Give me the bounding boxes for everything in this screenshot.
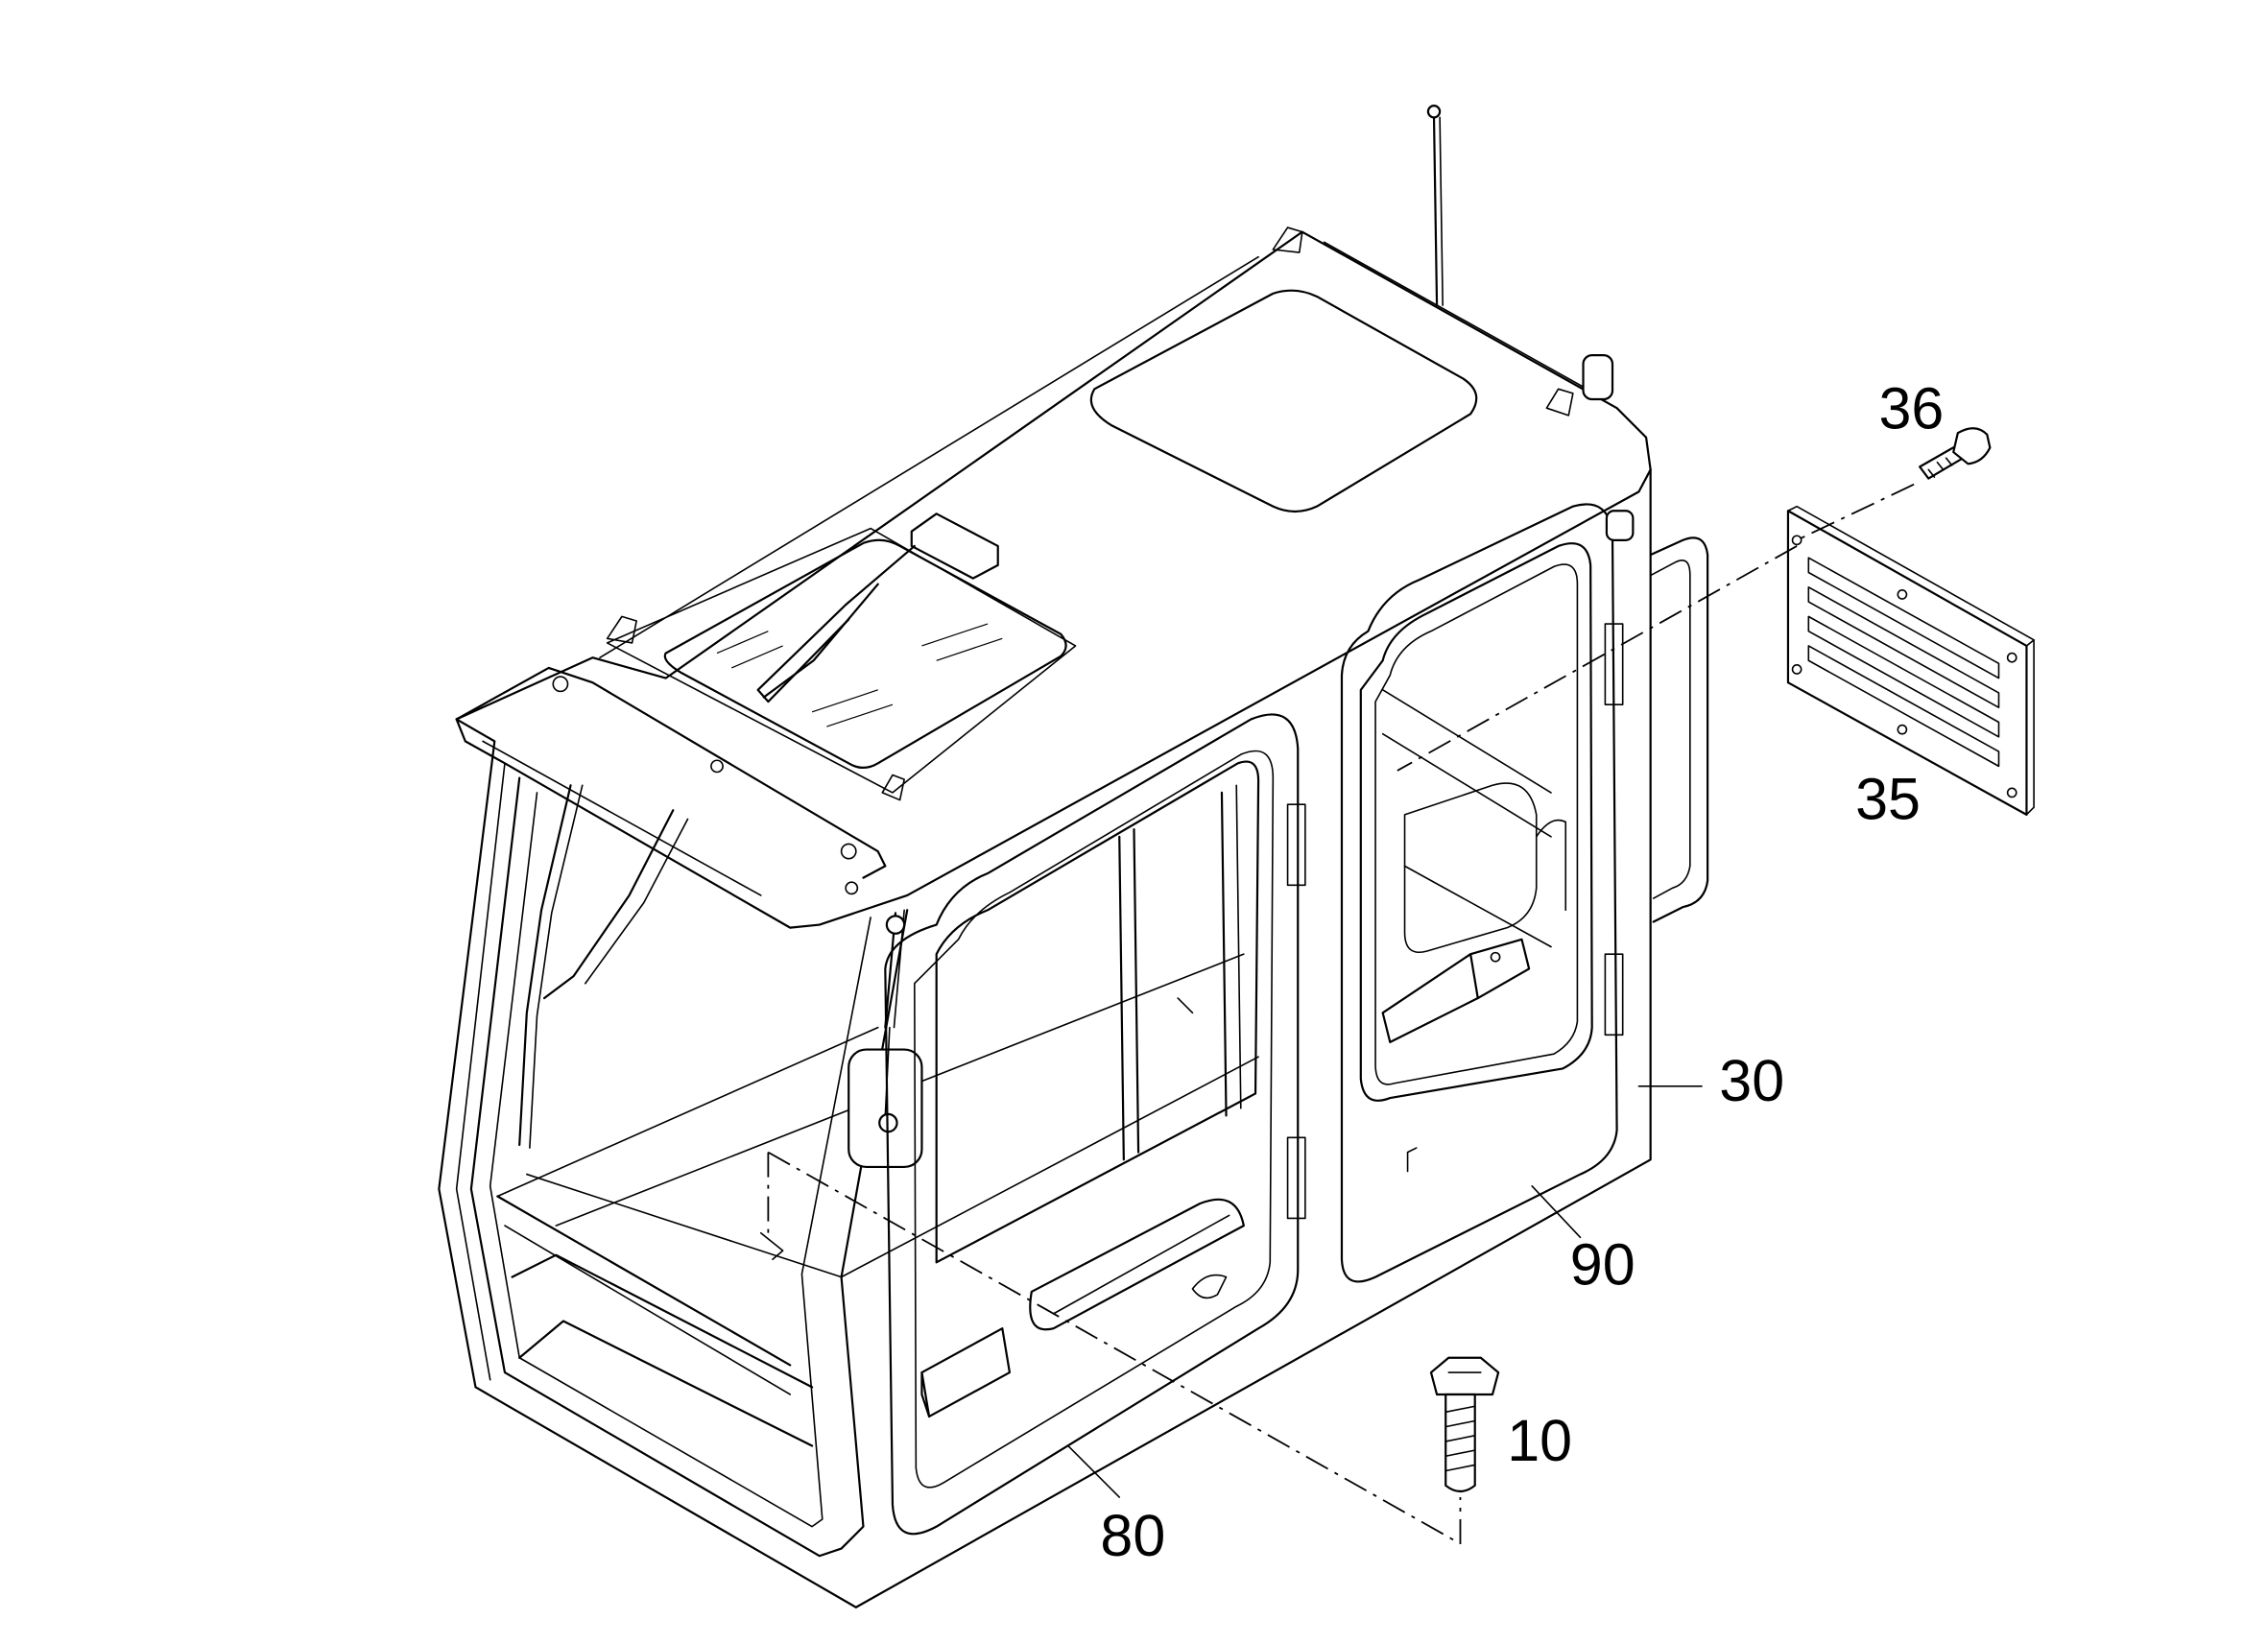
assembly-centerlines (768, 485, 1914, 1544)
front-frame (439, 719, 907, 1607)
roof (457, 227, 1651, 928)
part-label-36: 36 (1878, 376, 1944, 441)
grab-handle (1607, 511, 1707, 921)
part-label-30: 30 (1719, 1048, 1784, 1113)
antenna (1428, 106, 1443, 305)
bolt-10 (1431, 1358, 1498, 1491)
cab-body-side (527, 469, 1651, 1607)
screw-36 (1920, 428, 1990, 478)
cab-floor (497, 998, 1258, 1277)
side-window-panel (885, 714, 1305, 1534)
vent-grille (1788, 507, 2034, 815)
part-label-90: 90 (1570, 1231, 1635, 1297)
part-label-10: 10 (1507, 1408, 1572, 1473)
part-label-80: 80 (1100, 1503, 1165, 1568)
part-label-35: 35 (1855, 766, 1921, 831)
side-door (1342, 504, 1623, 1281)
leader-lines (1068, 1086, 1702, 1497)
